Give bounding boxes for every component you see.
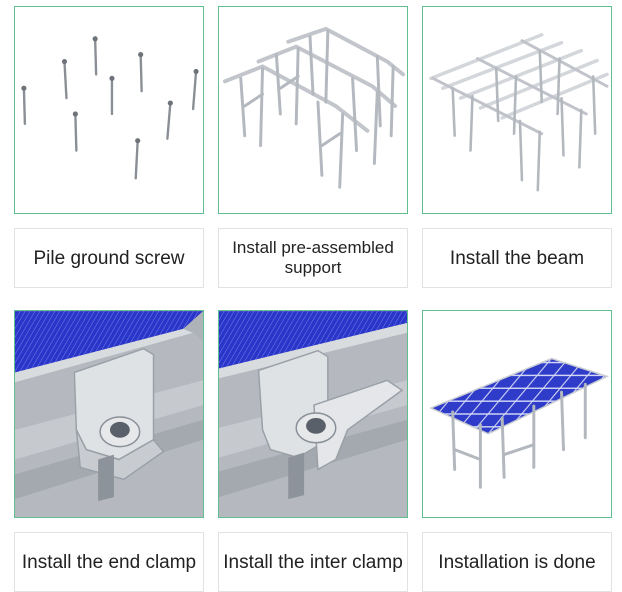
end-clamp-illustration	[15, 311, 203, 517]
ground-screws-illustration	[21, 36, 199, 180]
caption-install-pre-assembled-support: Install pre-assembled support	[218, 228, 408, 288]
caption-text: Install the inter clamp	[223, 551, 403, 573]
caption-text-line-2: support	[284, 258, 342, 277]
caption-text-line-1: Install pre-assembled	[232, 238, 394, 257]
caption-pile-ground-screw: Pile ground screw	[14, 228, 204, 288]
caption-install-the-inter-clamp: Install the inter clamp	[218, 532, 408, 592]
inter-clamp-image	[218, 310, 408, 518]
caption-text: Install the beam	[449, 247, 585, 269]
inter-clamp-illustration	[219, 311, 407, 517]
caption-text: Pile ground screw	[33, 247, 185, 269]
beam-install-image	[422, 6, 612, 214]
pre-assembled-support-image	[218, 6, 408, 214]
beam-frame-illustration	[429, 33, 609, 192]
support-frame-illustration	[222, 26, 406, 189]
end-clamp-image	[14, 310, 204, 518]
finished-solar-array-illustration	[429, 357, 610, 489]
caption-text-block: Install pre-assembled support	[232, 238, 394, 278]
caption-installation-is-done: Installation is done	[422, 532, 612, 592]
installation-done-image	[422, 310, 612, 518]
caption-text: Installation is done	[438, 551, 596, 573]
ground-screws-image	[14, 6, 204, 214]
caption-install-the-end-clamp: Install the end clamp	[14, 532, 204, 592]
caption-text: Install the end clamp	[21, 551, 197, 573]
caption-install-the-beam: Install the beam	[422, 228, 612, 288]
